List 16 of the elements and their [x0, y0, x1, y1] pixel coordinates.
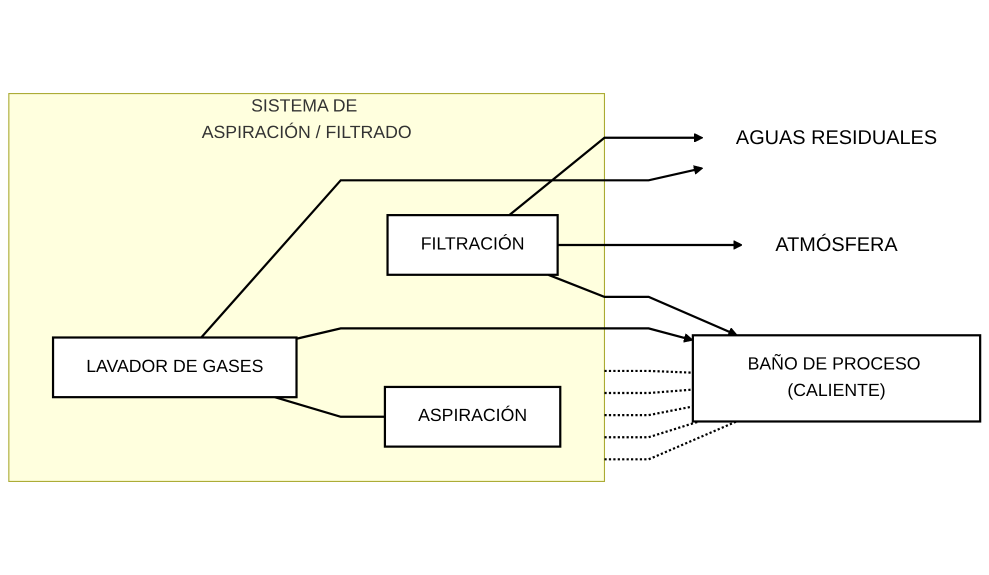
connector: [274, 396, 385, 418]
node-box: FILTRACIÓN: [386, 214, 559, 276]
connector: [604, 370, 693, 374]
arrow: [296, 327, 694, 343]
node-box: BAÑO DE PROCESO (CALIENTE): [692, 334, 982, 423]
arrow: [548, 274, 738, 336]
node-box: LAVADOR DE GASES: [52, 336, 298, 398]
arrow: [558, 240, 743, 250]
node-box: ASPIRACIÓN: [384, 386, 562, 448]
connector: [604, 420, 737, 460]
node-text: AGUAS RESIDUALES: [736, 126, 938, 148]
node-text: ATMÓSFERA: [775, 233, 898, 256]
arrow: [508, 132, 704, 216]
arrow: [200, 165, 704, 338]
connector: [604, 420, 700, 438]
connector: [604, 388, 693, 394]
